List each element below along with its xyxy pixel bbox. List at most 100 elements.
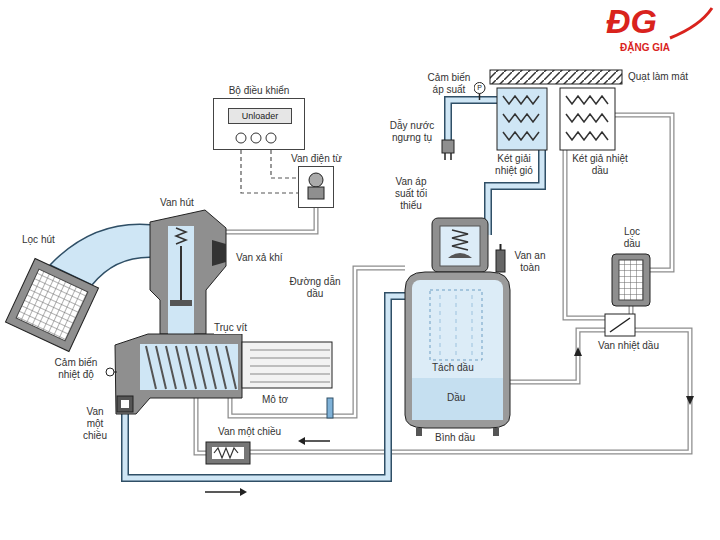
oil-tank — [440, 295, 472, 355]
oil-filter — [612, 254, 650, 306]
oil-filter — [612, 254, 650, 306]
part-label: Van một chiều — [218, 426, 281, 438]
part-label: Van áp suất tối thiểu — [386, 176, 436, 212]
minimum-pressure-valve — [432, 218, 488, 272]
minimum-pressure-valve — [432, 218, 488, 272]
temperature-sensor — [114, 372, 117, 373]
controller-box: UnloaderBộ điều khiển — [213, 98, 305, 150]
part-label: Cảm biến áp suất — [424, 72, 474, 96]
air-pipe — [125, 100, 542, 478]
temperature-sensor — [106, 368, 114, 376]
part-label: Két giả nhiệt dầu — [572, 153, 628, 177]
screw-housing — [115, 334, 242, 414]
part-label: Két giải nhiệt gió — [493, 153, 535, 177]
controller-knob — [251, 133, 261, 143]
check-valve — [212, 447, 244, 459]
oil-tank — [430, 290, 482, 360]
solenoid-valve — [308, 187, 324, 199]
part-label: Dẫy nước ngưng tụ — [386, 120, 438, 144]
motor — [327, 398, 333, 418]
oil-cooler — [566, 96, 608, 104]
oil-cooler — [560, 88, 615, 150]
logo-text: ĐẶNG GIA — [620, 42, 670, 54]
flow-arrow — [205, 491, 240, 493]
oil-line — [196, 115, 690, 453]
temperature-sensor — [106, 368, 117, 376]
part-label: Mô tơ — [262, 394, 288, 406]
flow-arrow — [305, 440, 330, 442]
screw-housing — [115, 334, 242, 414]
check-valve — [206, 442, 250, 464]
part-label: Dầu — [447, 392, 465, 404]
oil-thermal-valve — [610, 318, 630, 332]
check-valve — [214, 448, 238, 458]
solenoid-valve — [309, 173, 323, 187]
controller-knob — [236, 133, 246, 143]
cooling-fan — [490, 70, 622, 84]
oil-tank — [405, 272, 510, 428]
air-pipe — [50, 100, 542, 478]
part-label: P — [475, 83, 484, 92]
safety-valve — [496, 250, 505, 272]
flow-arrow — [574, 347, 582, 356]
air-cooler — [503, 114, 539, 122]
motor — [250, 350, 330, 382]
part-label: Cảm biến nhiệt độ — [50, 357, 102, 381]
check-valve — [121, 400, 129, 408]
controller-knob — [236, 133, 276, 143]
intake-filter — [5, 258, 98, 351]
logo-swoosh — [670, 8, 712, 38]
minimum-pressure-valve — [448, 253, 472, 258]
intake-valve — [176, 228, 186, 244]
condensate-drain — [442, 140, 454, 160]
oil-filter — [619, 260, 643, 300]
controller-knob — [266, 133, 276, 143]
pressure-sensor — [474, 83, 485, 94]
oil-cooler — [566, 132, 608, 140]
motor — [242, 342, 332, 388]
part-label: Lọc hút — [22, 234, 55, 246]
display-text: Unloader — [242, 111, 279, 121]
signal-wire — [241, 150, 298, 193]
intake-valve — [180, 246, 182, 300]
part-label: Đường dẫn dầu — [288, 276, 342, 300]
air-cooler — [503, 132, 539, 140]
solenoid-valve — [308, 173, 324, 199]
solenoid-box: Van điện từ — [298, 166, 334, 208]
minimum-pressure-valve — [452, 230, 468, 250]
part-label: Van hút — [160, 197, 194, 209]
blow-off-valve — [212, 240, 226, 266]
part-label: Van an toàn — [512, 250, 548, 274]
blow-off-valve — [212, 240, 226, 266]
part-label: Van nhiệt dầu — [598, 340, 659, 352]
oil-cooler — [566, 114, 608, 122]
oil-thermal-valve — [605, 314, 635, 336]
logo-text: ĐG — [606, 2, 657, 40]
screw-housing — [146, 346, 236, 389]
air-cooler — [497, 88, 547, 150]
safety-valve — [500, 244, 502, 250]
intake-filter — [5, 258, 98, 351]
oil-tank — [412, 378, 503, 420]
flow-arrow — [240, 488, 247, 496]
screw-housing — [140, 344, 238, 390]
intake-valve — [150, 210, 226, 334]
part-label: Van xả khí — [236, 252, 283, 264]
flow-arrow — [298, 437, 305, 445]
condensate-drain — [442, 140, 454, 153]
node-heading: Van điện từ — [291, 153, 342, 165]
pressure-sensor — [474, 83, 485, 101]
oil-cooler — [560, 88, 615, 150]
oil-tank — [412, 280, 503, 420]
part-label: Van một chiều — [80, 406, 110, 442]
pressure-sensor — [479, 94, 481, 101]
condensate-drain — [445, 153, 451, 160]
air-cooler — [497, 88, 547, 150]
part-label: Lọc dầu — [615, 226, 649, 250]
node-heading: Bộ điều khiển — [214, 85, 304, 97]
logo-swoosh — [670, 8, 712, 38]
intake-valve — [170, 300, 192, 306]
